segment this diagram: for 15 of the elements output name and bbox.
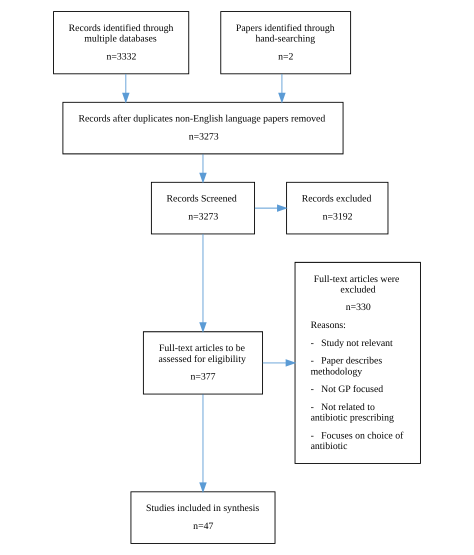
node-box: Records excluded n=3192	[286, 182, 388, 234]
node-box: Full-text articles to be assessed for eligibility n=377	[142, 331, 264, 394]
arrow	[262, 359, 296, 367]
node-box: Records after duplicates non-English language papers removed n=3273	[62, 102, 344, 154]
node-box: Full-text articles were excluded n=330 Reasons: - Study not relevant - Paper describes methodology - Not GP focused - Not related to antibiotic prescribing - Focuses on choice of antibiotic	[294, 262, 421, 464]
node-box: Records identified through multiple databases n=3332	[53, 11, 190, 74]
node-box: Records Screened n=3273	[150, 182, 255, 234]
node-box: Studies included in synthesis n=47	[130, 491, 276, 544]
arrow	[278, 74, 286, 104]
arrow	[254, 204, 288, 212]
arrow	[199, 154, 207, 184]
arrow	[199, 394, 207, 494]
arrow	[122, 74, 130, 104]
arrow	[199, 234, 207, 333]
node-box: Papers identified through hand-searching n=2	[220, 11, 352, 74]
